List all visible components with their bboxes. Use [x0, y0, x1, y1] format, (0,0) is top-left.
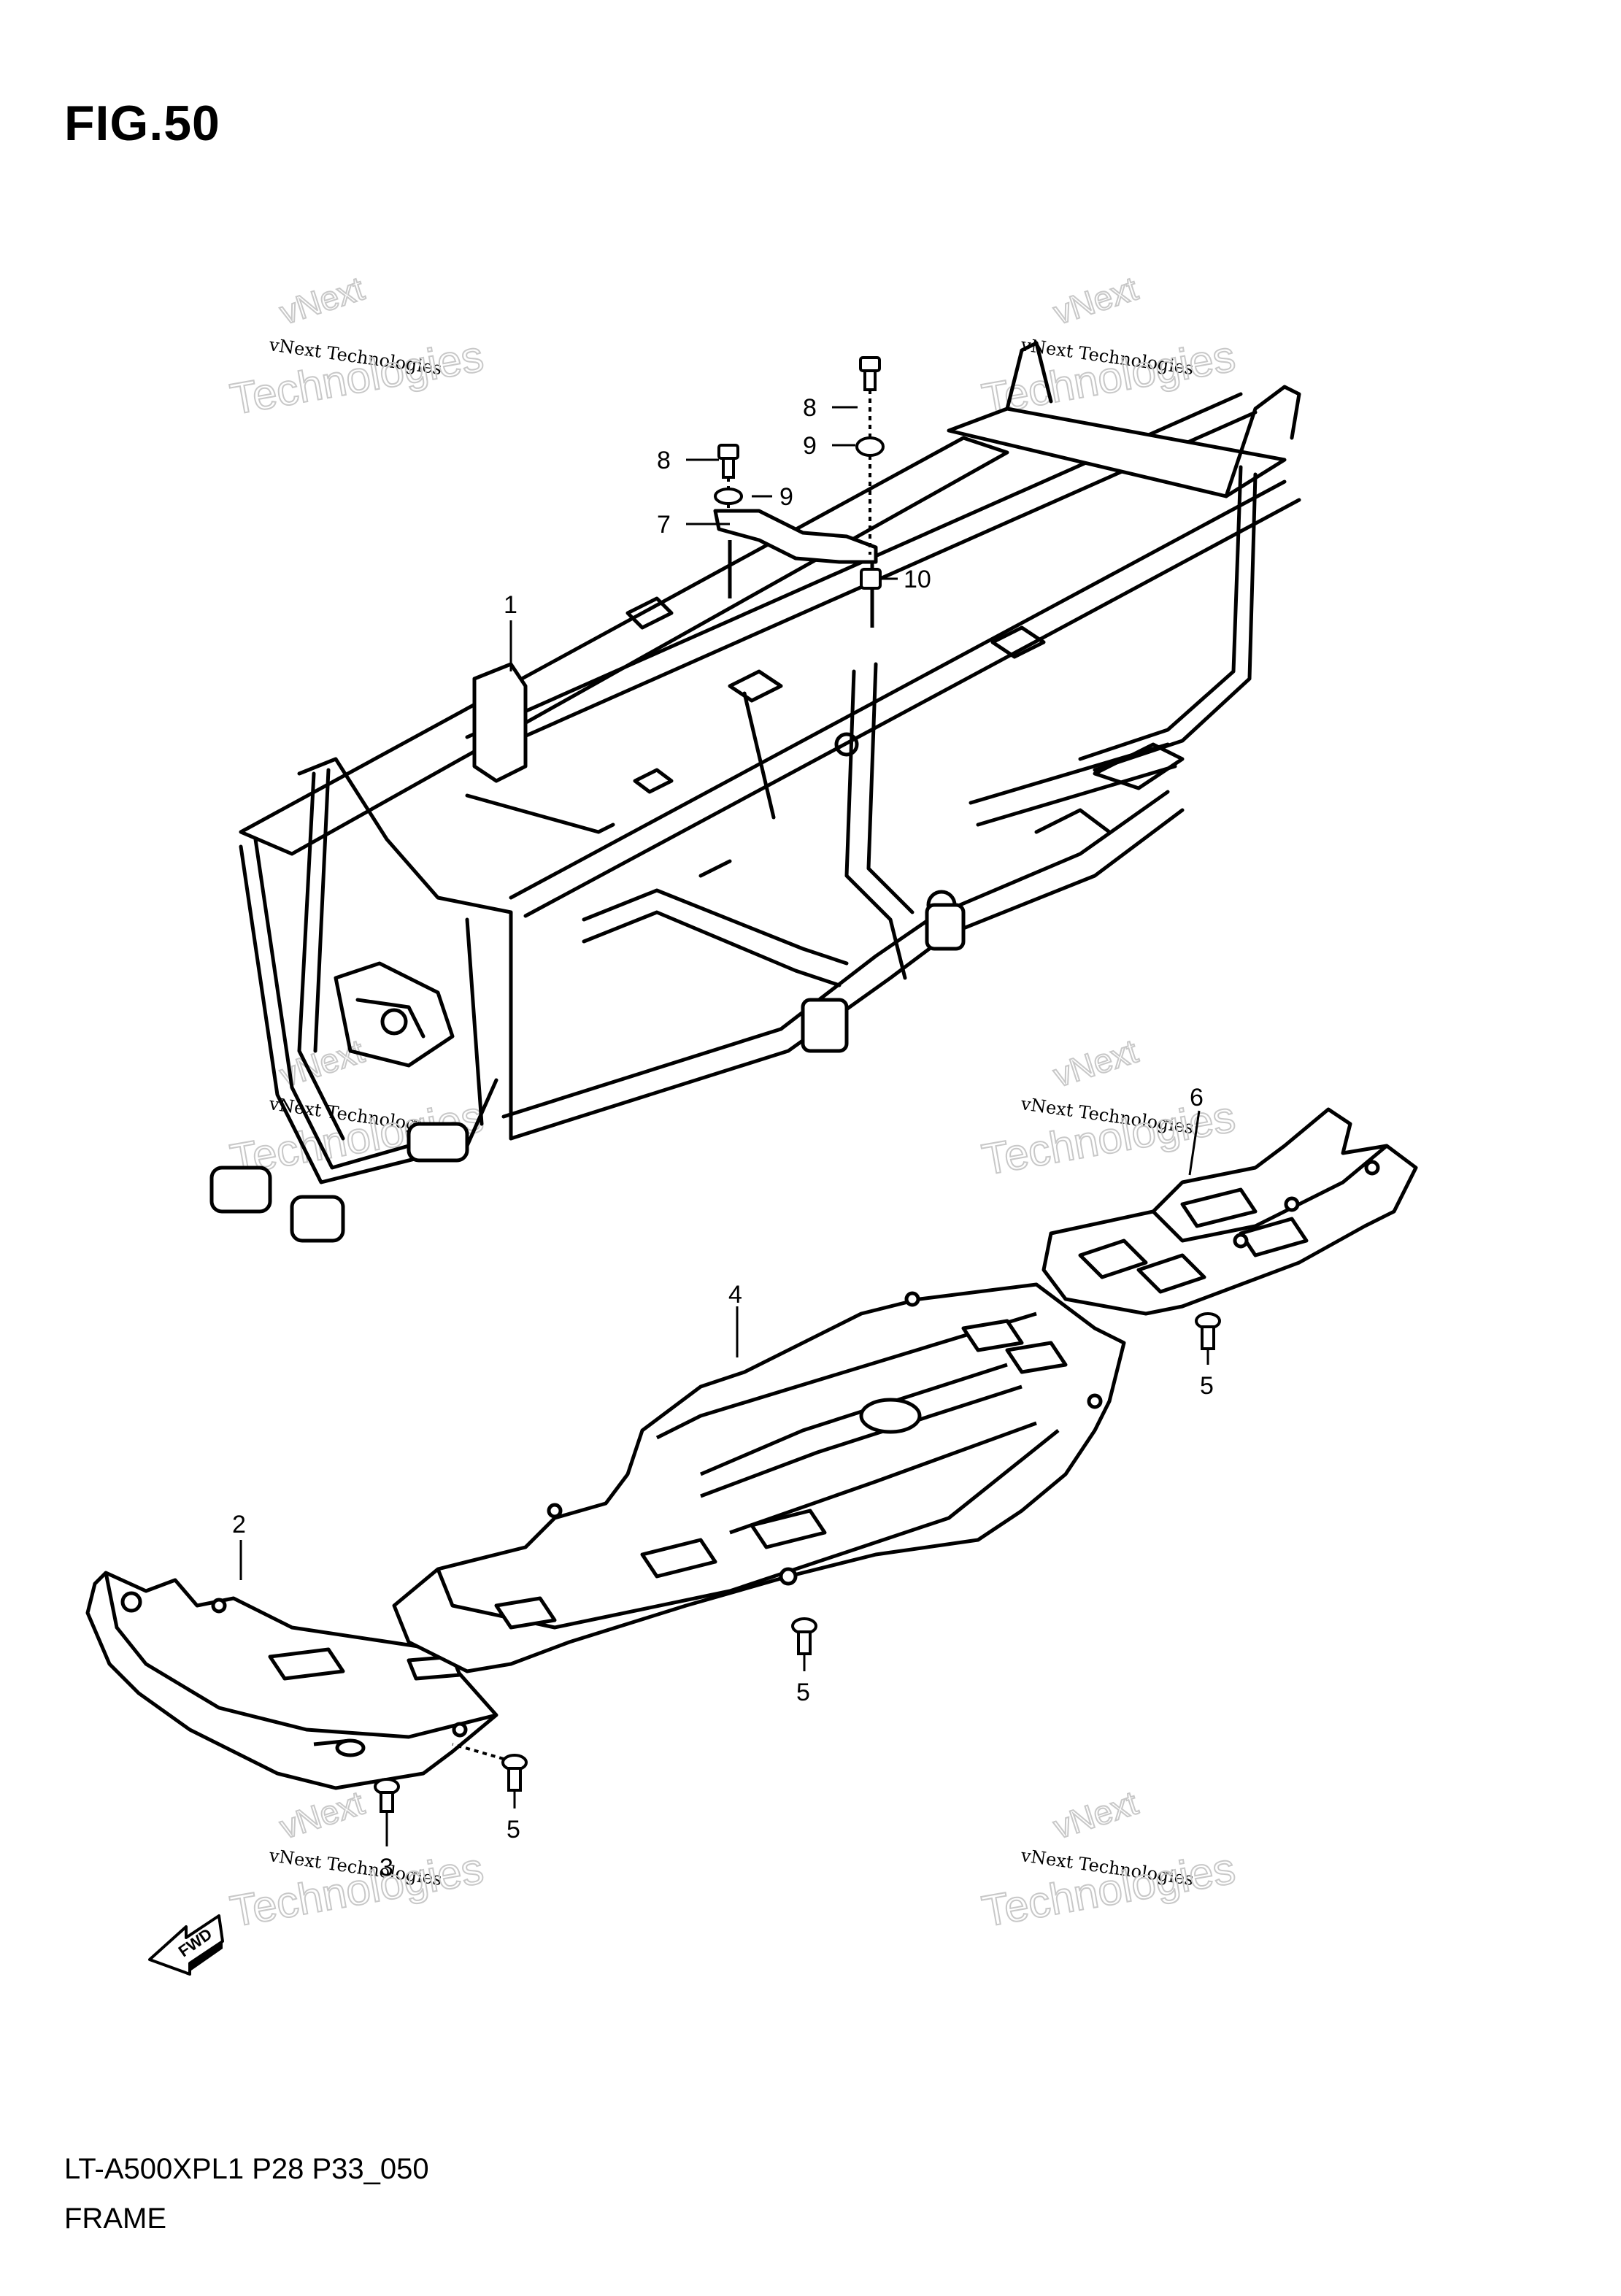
- leader-lines: [239, 406, 1209, 1846]
- watermark-bottom-right: vNext vNext Technologies Technologies: [978, 1783, 1240, 1937]
- screw-5-left: [452, 1743, 528, 1792]
- callout-9-right: 9: [803, 432, 817, 460]
- frame-main: [209, 341, 1301, 1243]
- footer-section-name: FRAME: [64, 2203, 166, 2235]
- nut-10: [860, 568, 882, 590]
- screw-5-center: [791, 1617, 817, 1655]
- watermark-top-left: vNext vNext Technologies Technologies: [226, 269, 488, 425]
- bolt-8a: [717, 444, 739, 511]
- callout-6: 6: [1190, 1084, 1204, 1112]
- svg-text:vNext: vNext: [1049, 1032, 1142, 1095]
- skid-plate-rear: [1041, 1107, 1418, 1316]
- svg-text:Technologies: Technologies: [227, 331, 488, 424]
- washer-9a: [714, 488, 743, 505]
- skid-plate-center: [392, 1282, 1126, 1673]
- callout-1: 1: [504, 591, 517, 619]
- fwd-arrow-icon: FWD: [148, 1914, 224, 1976]
- svg-text:vNext: vNext: [275, 269, 369, 332]
- callout-8-right: 8: [803, 394, 817, 422]
- bolt-3: [374, 1778, 400, 1813]
- callout-5-left: 5: [507, 1816, 520, 1844]
- callout-7: 7: [657, 511, 671, 539]
- callout-9-left: 9: [779, 483, 793, 511]
- figure-title: FIG.50: [64, 96, 220, 151]
- svg-text:vNext: vNext: [1049, 1784, 1142, 1846]
- skid-plate-front: [85, 1571, 498, 1790]
- callout-5-center: 5: [796, 1679, 810, 1706]
- callout-10: 10: [904, 566, 931, 593]
- svg-text:vNext: vNext: [1049, 269, 1142, 332]
- callout-2: 2: [232, 1511, 246, 1538]
- callout-3: 3: [380, 1854, 393, 1881]
- watermark-bottom-left: vNext vNext Technologies Technologies: [226, 1783, 488, 1937]
- screw-5-right: [1195, 1312, 1221, 1350]
- svg-text:vNext: vNext: [275, 1784, 369, 1846]
- footer-model-code: LT-A500XPL1 P28 P33_050: [64, 2153, 429, 2185]
- callout-5-right: 5: [1200, 1372, 1214, 1400]
- callout-8-left: 8: [657, 447, 671, 474]
- watermark-top-right: vNext vNext Technologies Technologies: [978, 269, 1240, 425]
- washer-9b: [855, 436, 885, 555]
- callout-4: 4: [728, 1281, 742, 1309]
- bolt-8b: [859, 356, 881, 438]
